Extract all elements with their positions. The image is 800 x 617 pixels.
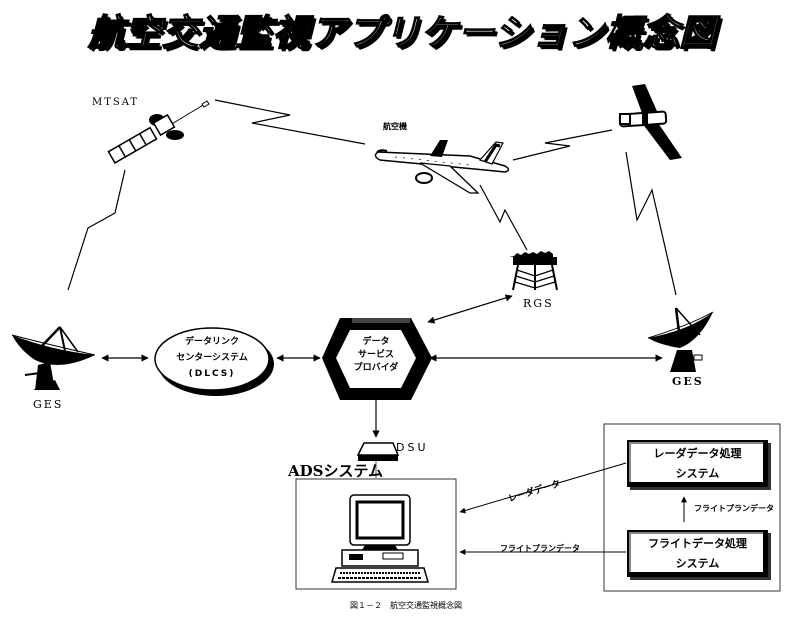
flightplan-to-radar-flow-label: フライトプランデータ (694, 504, 774, 513)
dlcs-label-line3: (DLCS) (188, 369, 236, 379)
satellite-right-icon (618, 84, 682, 160)
arrow-radar-to-ads (459, 462, 627, 514)
figure-caption: 図１－２ 航空交通監視概念図 (350, 601, 462, 610)
dsp-label-line2: サービス (357, 350, 394, 360)
flight-processing-line2: システム (675, 556, 720, 570)
dsp-label-line1: データ (362, 337, 390, 347)
flight-data-processing-system: フライトデータ処理 システム (627, 530, 768, 577)
dlcs-node (154, 327, 274, 396)
link-satellite-ges-right (625, 151, 677, 296)
flight-processing-line1: フライトデータ処理 (648, 536, 747, 550)
mtsat-label: MTSAT (92, 97, 140, 108)
dsp-node (322, 318, 432, 400)
radar-processing-system: レーダデータ処理 システム (627, 440, 768, 487)
ges-left-label: GES (33, 398, 64, 411)
link-aircraft-rgs (479, 184, 528, 251)
dlcs-label-line2: センターシステム (176, 353, 248, 363)
dsu-device-icon (356, 442, 400, 461)
link-aircraft-satellite (512, 129, 613, 161)
dlcs-label-line1: データリンク (184, 337, 239, 347)
processing-systems-frame (603, 423, 781, 592)
computer-icon (331, 494, 429, 583)
radar-processing-line2: システム (675, 466, 720, 480)
dlcs-label: データリンク センターシステム (DLCS) (160, 334, 264, 382)
diagram-title: 航空交通監視アプリケーション概念図 (87, 12, 717, 54)
dsp-label-line3: プロバイダ (353, 363, 399, 373)
aircraft-label: 航空機 (383, 122, 407, 131)
ges-left-dish-icon (11, 326, 96, 390)
dsu-label: DSU (396, 441, 429, 454)
dsp-label: データ サービス プロバイダ (336, 336, 416, 375)
ads-system-frame (295, 478, 457, 590)
link-mtsat-ges-left (67, 169, 126, 291)
radar-processing-line1: レーダデータ処理 (653, 446, 742, 460)
ges-right-dish-icon (647, 307, 714, 372)
ges-right-label: GES (672, 375, 704, 388)
rgs-label: RGS (523, 297, 554, 310)
aircraft-icon (374, 140, 510, 194)
link-mtsat-aircraft (214, 99, 366, 145)
arrow-dsp-rgs (427, 294, 513, 324)
ads-system-label: ADSシステム (288, 462, 384, 480)
mtsat-satellite-icon (107, 100, 210, 164)
flightplan-to-ads-flow-label: フライトプランデータ (500, 544, 580, 553)
rgs-tower-icon (509, 251, 558, 291)
